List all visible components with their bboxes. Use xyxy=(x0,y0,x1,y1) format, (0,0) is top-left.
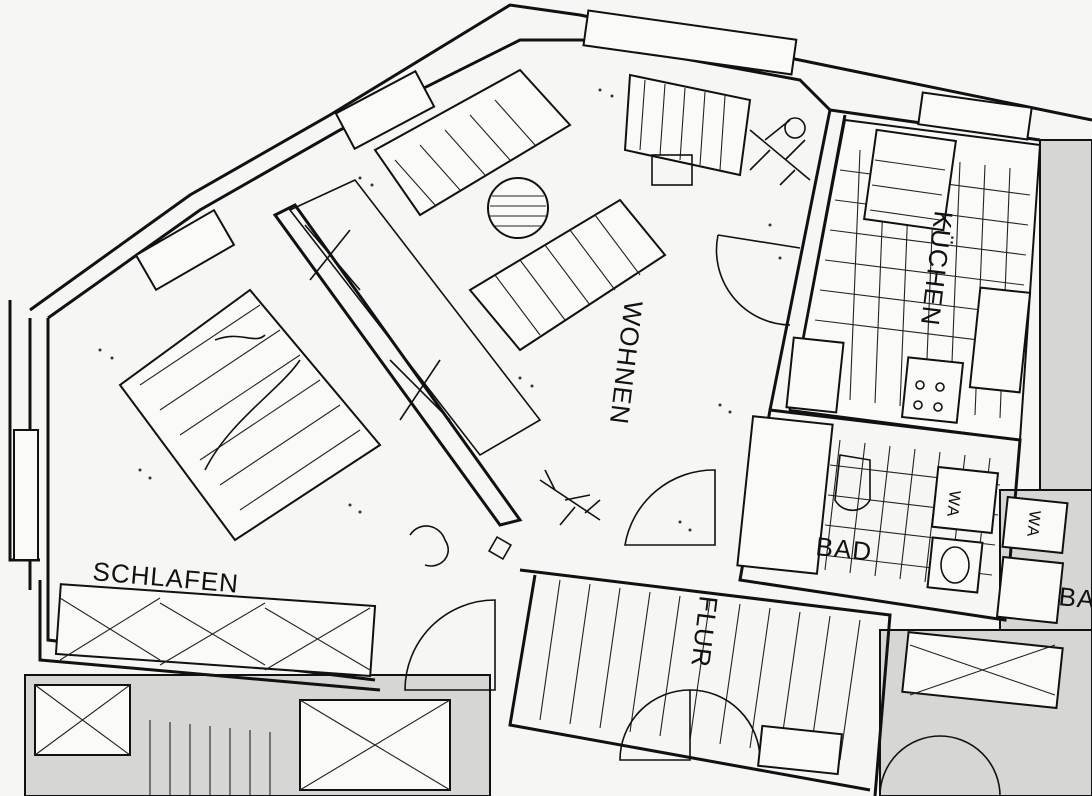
fixture-label-wa: WA xyxy=(943,490,963,519)
room-label-bad: BAD xyxy=(814,531,873,567)
room-label-wohnen: WOHNEN xyxy=(604,299,649,426)
kitchen xyxy=(785,118,1042,442)
armchair-side xyxy=(623,73,752,186)
radiator-schlafen xyxy=(54,583,377,678)
hallway xyxy=(404,568,892,796)
sofa-top xyxy=(373,68,572,217)
neighbor-bath xyxy=(995,495,1069,625)
sofa-bottom xyxy=(468,198,667,352)
closet-partition xyxy=(272,179,542,527)
windows xyxy=(13,9,1033,561)
texture-dots xyxy=(98,88,782,532)
bed xyxy=(118,288,382,542)
plants xyxy=(409,117,811,567)
room-label-bad-neighbor: BA xyxy=(1057,581,1092,615)
fixture-label-wa-neighbor: WA xyxy=(1023,510,1043,539)
bathroom xyxy=(624,408,1022,622)
neighbor-units xyxy=(24,139,1092,796)
neighbor-closets xyxy=(34,684,451,796)
column-marker xyxy=(487,535,513,561)
coffee-table xyxy=(487,177,549,239)
room-label-flur: FLUR xyxy=(685,594,724,669)
neighbor-corridor xyxy=(879,631,1064,796)
